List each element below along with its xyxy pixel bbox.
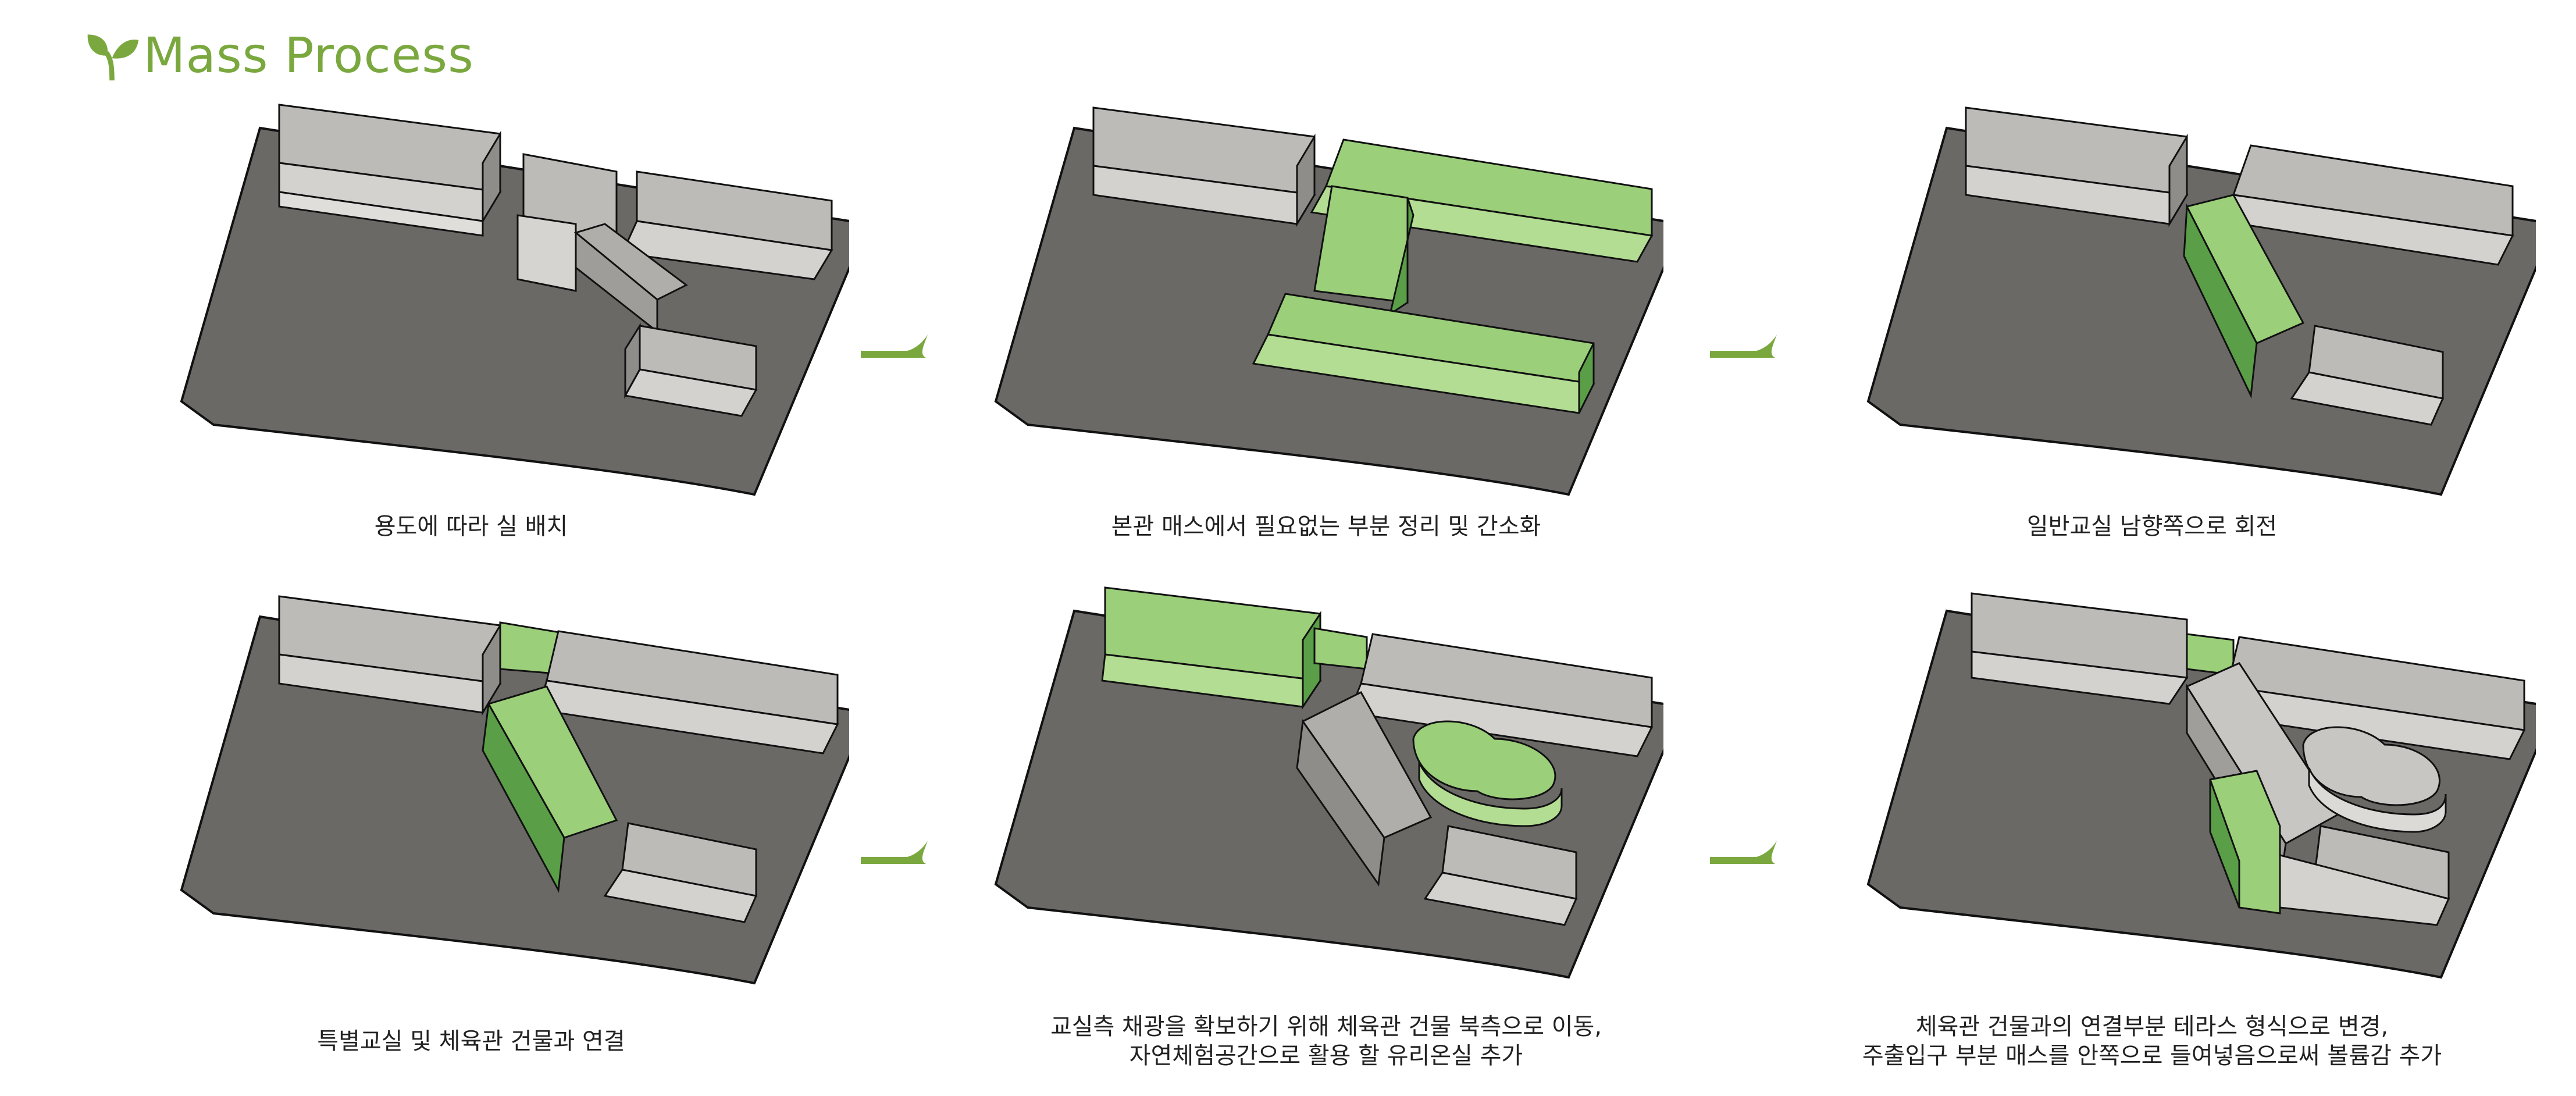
arrow-right-icon: [1710, 841, 1777, 864]
step-1-diagram: [174, 99, 849, 541]
step-2-caption: 본관 매스에서 필요없는 부분 정리 및 간소화: [1111, 513, 1541, 540]
step-4-caption: 특별교실 및 체육관 건물과 연결: [317, 1028, 625, 1055]
step-6-caption: 체육관 건물과의 연결부분 테라스 형식으로 변경, 주출입구 부분 매스를 안…: [1862, 1013, 2442, 1069]
step-5-diagram: [989, 582, 1663, 1024]
step-1-caption: 용도에 따라 실 배치: [374, 513, 568, 540]
step-2-diagram: [989, 99, 1663, 541]
step-3-diagram: [1861, 99, 2536, 541]
step-5-caption: 교실측 채광을 확보하기 위해 체육관 건물 북측으로 이동, 자연체험공간으로…: [1050, 1013, 1602, 1069]
leaf-icon: [87, 34, 139, 80]
page-title: Mass Process: [143, 27, 474, 84]
step-6-diagram: [1861, 582, 2536, 1024]
arrow-right-icon: [1710, 335, 1777, 358]
step-4-diagram: [174, 588, 849, 1030]
page-header: Mass Process: [84, 23, 474, 87]
arrow-right-icon: [861, 841, 928, 864]
step-3-caption: 일반교실 남향쪽으로 회전: [2026, 513, 2278, 540]
arrow-right-icon: [861, 335, 928, 358]
